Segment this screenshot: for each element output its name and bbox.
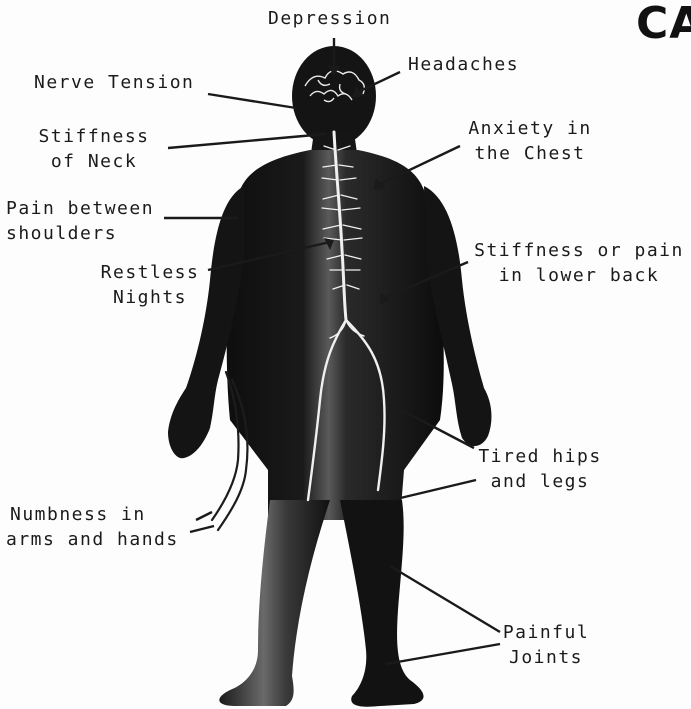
label-painful-joints: Painful Joints [496,620,596,670]
leader-stiffness-neck [168,134,326,148]
label-pain-shoulders-line1: Pain between [6,196,154,221]
left-leg [219,500,330,706]
label-restless-line1: Restless [94,260,206,285]
label-depression: Depression [268,6,391,31]
label-numbness-line2: arms and hands [6,527,179,552]
label-lower-back-line2: in lower back [468,263,690,288]
leader-tired-hips-lower [392,480,476,500]
label-pain-shoulders: Pain between shoulders [6,196,154,246]
leader-numbness-2 [190,526,214,532]
label-headaches: Headaches [408,52,519,77]
leader-nerve-tension [208,94,296,108]
label-stiffness-neck: Stiffness of Neck [34,124,154,174]
label-depression-text: Depression [268,6,391,31]
label-joints-line1: Painful [496,620,596,645]
label-restless-nights: Restless Nights [94,260,206,310]
label-tired-line1: Tired hips [474,444,606,469]
label-lower-back: Stiffness or pain in lower back [468,238,690,288]
label-nerve-tension-text: Nerve Tension [34,70,194,95]
label-headaches-text: Headaches [408,52,519,77]
label-anxiety-chest: Anxiety in the Chest [462,116,598,166]
leader-numbness [196,512,212,520]
label-anxiety-line1: Anxiety in [462,116,598,141]
leader-joints-lower [386,644,500,664]
label-lower-back-line1: Stiffness or pain [468,238,690,263]
label-tired-line2: and legs [474,469,606,494]
corner-heading-fragment: CA [636,0,691,49]
label-stiffness-neck-line1: Stiffness [34,124,154,149]
label-restless-line2: Nights [94,285,206,310]
label-anxiety-line2: the Chest [462,141,598,166]
label-stiffness-neck-line2: of Neck [34,149,154,174]
body-silhouette [168,46,491,707]
label-numbness: Numbness in arms and hands [6,502,179,552]
label-joints-line2: Joints [496,645,596,670]
leader-joints-upper [390,566,500,632]
label-numbness-line1: Numbness in [6,502,179,527]
right-leg [340,500,424,707]
label-nerve-tension: Nerve Tension [34,70,194,95]
label-pain-shoulders-line2: shoulders [6,221,154,246]
label-tired-hips: Tired hips and legs [474,444,606,494]
